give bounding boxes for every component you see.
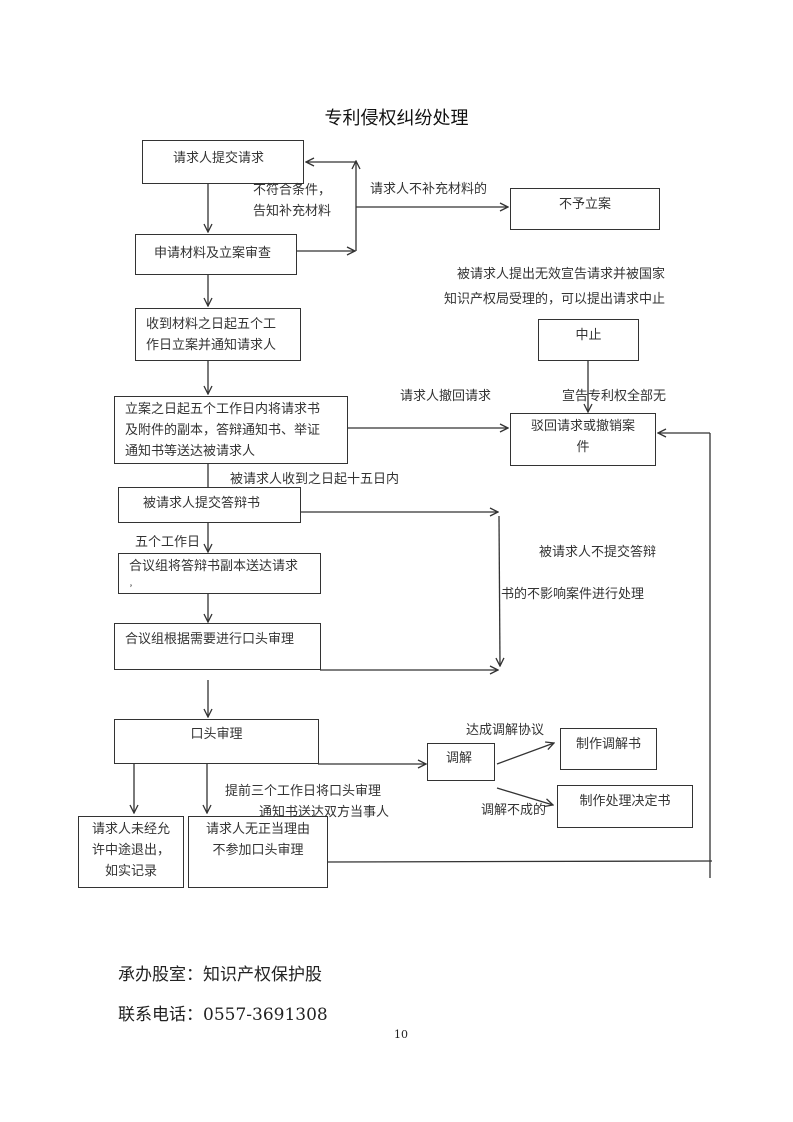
- node-decision-doc-label: 制作处理决定书: [579, 794, 671, 809]
- footer-office: 承办股室：知识产权保护股: [118, 965, 322, 985]
- node-forward-line: ，: [129, 579, 137, 588]
- label-line: 知识产权局受理的，可以提出请求中止: [444, 292, 666, 307]
- line-absent-right: [326, 860, 713, 863]
- node-deliver-line: 通知书等送达被请求人: [125, 444, 256, 459]
- label-line: 被请求人不提交答辩: [539, 545, 657, 560]
- node-defense-label: 被请求人提交答辩书: [143, 496, 261, 511]
- label-mediation-failed: 调解不成的: [481, 803, 547, 818]
- node-submit: 请求人提交请求: [142, 140, 304, 184]
- node-suspend-label: 中止: [575, 328, 602, 343]
- node-forward: 合议组将答辩书副本送达请求 ，: [118, 553, 321, 594]
- node-register-line: 作日立案并通知请求人: [146, 338, 277, 353]
- label-agreement: 达成调解协议: [466, 723, 545, 738]
- node-submit-label: 请求人提交请求: [173, 151, 265, 166]
- label-withdraw: 请求人撤回请求: [400, 389, 492, 404]
- node-dismiss-line: 驳回请求或撤销案: [530, 419, 635, 434]
- node-defense: 被请求人提交答辩书: [118, 487, 301, 523]
- node-oral-label: 口头审理: [190, 727, 243, 742]
- node-reject: 不予立案: [510, 188, 660, 230]
- node-review: 申请材料及立案审查: [135, 234, 297, 275]
- node-mediate-label: 调解: [446, 751, 473, 766]
- node-absent-line: 请求人无正当理由: [205, 822, 310, 837]
- node-withdraw-mid: 请求人未经允 许中途退出， 如实记录: [78, 816, 184, 888]
- node-deliver-line: 立案之日起五个工作日内将请求书: [125, 402, 321, 417]
- node-suspend: 中止: [538, 319, 639, 361]
- label-line: 书的不影响案件进行处理: [501, 587, 645, 602]
- node-reject-label: 不予立案: [558, 197, 611, 212]
- label-declared-invalid: 宣告专利权全部无: [562, 389, 667, 404]
- node-withdraw-mid-line: 如实记录: [104, 864, 157, 879]
- node-oral-need-label: 合议组根据需要进行口头审理: [125, 632, 295, 647]
- node-deliver: 立案之日起五个工作日内将请求书 及附件的副本，答辩通知书、举证 通知书等送达被请…: [114, 396, 348, 464]
- node-withdraw-mid-line: 许中途退出，: [91, 843, 170, 858]
- node-decision-doc: 制作处理决定书: [557, 785, 693, 828]
- arrow-mediate-to-doc: [496, 743, 554, 765]
- label-no-defense: 被请求人不提交答辩 书的不影响案件进行处理: [501, 532, 656, 616]
- page-title: 专利侵权纠纷处理: [324, 108, 469, 129]
- node-withdraw-mid-line: 请求人未经允: [91, 822, 170, 837]
- label-within-15-days: 被请求人收到之日起十五日内: [230, 472, 400, 487]
- node-deliver-line: 及附件的副本，答辩通知书、举证: [125, 423, 321, 438]
- label-line: 被请求人提出无效宣告请求并被国家: [457, 267, 666, 282]
- label-five-days: 五个工作日: [135, 535, 201, 550]
- node-absent: 请求人无正当理由 不参加口头审理: [188, 816, 328, 888]
- node-mediate: 调解: [427, 743, 495, 781]
- node-register-line: 收到材料之日起五个工: [146, 317, 277, 332]
- footer-phone: 联系电话：0557-3691308: [118, 1005, 328, 1025]
- label-invalidation: 被请求人提出无效宣告请求并被国家 知识产权局受理的，可以提出请求中止: [444, 262, 665, 312]
- label-line: 告知补充材料: [253, 204, 332, 219]
- label-line: 通知书送达双方当事人: [259, 805, 390, 820]
- node-dismiss-line: 件: [576, 440, 590, 455]
- label-not-qualified: 不符合条件， 告知补充材料: [253, 180, 331, 222]
- node-absent-line: 不参加口头审理: [212, 843, 304, 858]
- node-mediation-doc-label: 制作调解书: [575, 737, 641, 752]
- arrow-no-defense-down: [499, 515, 500, 666]
- label-notice-3-days: 提前三个工作日将口头审理 通知书送达双方当事人: [225, 781, 389, 823]
- node-review-label: 申请材料及立案审查: [154, 246, 272, 261]
- node-dismiss: 驳回请求或撤销案 件: [510, 413, 656, 466]
- node-register: 收到材料之日起五个工 作日立案并通知请求人: [135, 308, 301, 361]
- node-oral: 口头审理: [114, 719, 319, 764]
- node-oral-need: 合议组根据需要进行口头审理: [114, 623, 321, 670]
- label-no-supplement: 请求人不补充材料的: [370, 182, 488, 197]
- page-number: 10: [394, 1028, 408, 1041]
- label-line: 提前三个工作日将口头审理: [225, 784, 382, 799]
- node-forward-line: 合议组将答辩书副本送达请求: [129, 559, 299, 574]
- label-line: 不符合条件，: [253, 183, 332, 198]
- node-mediation-doc: 制作调解书: [560, 728, 657, 770]
